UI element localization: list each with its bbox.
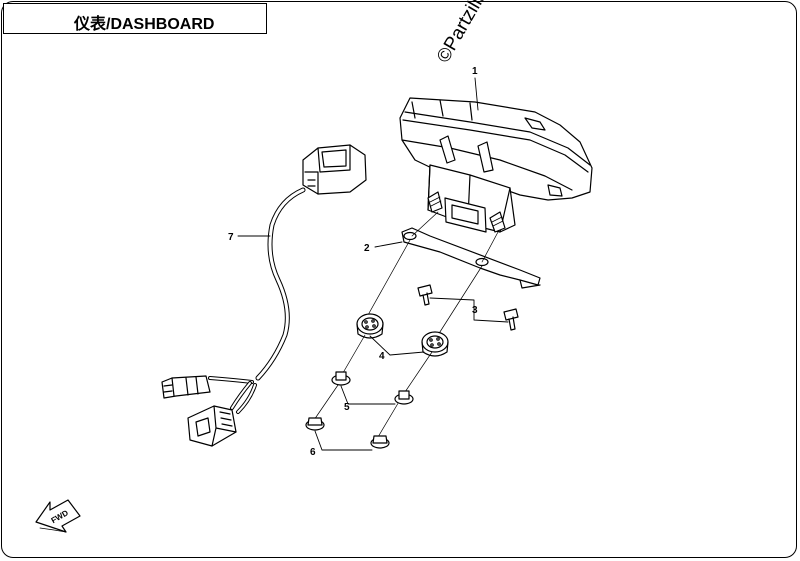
callout-5: 5	[344, 402, 350, 413]
nut-left[interactable]	[305, 417, 325, 431]
fwd-arrow-icon: FWD	[35, 499, 81, 533]
grommet-right[interactable]	[421, 331, 449, 357]
title-box: 仪表/DASHBOARD	[3, 3, 267, 34]
nut-right[interactable]	[370, 435, 390, 449]
screw-right[interactable]	[503, 308, 519, 331]
wiring-harness[interactable]	[161, 144, 367, 447]
collar-right[interactable]	[394, 390, 414, 405]
callout-3: 3	[472, 305, 478, 316]
callout-4: 4	[379, 351, 385, 362]
collar-left[interactable]	[331, 371, 351, 386]
callout-6: 6	[310, 447, 316, 458]
callout-1: 1	[472, 66, 478, 77]
grommet-left[interactable]	[356, 313, 384, 339]
page-title: 仪表/DASHBOARD	[74, 16, 215, 33]
screw-left[interactable]	[417, 284, 433, 306]
callout-7: 7	[228, 232, 234, 243]
callout-2: 2	[364, 243, 370, 254]
instrument-cluster[interactable]	[399, 97, 593, 233]
mounting-bracket[interactable]	[401, 227, 541, 289]
